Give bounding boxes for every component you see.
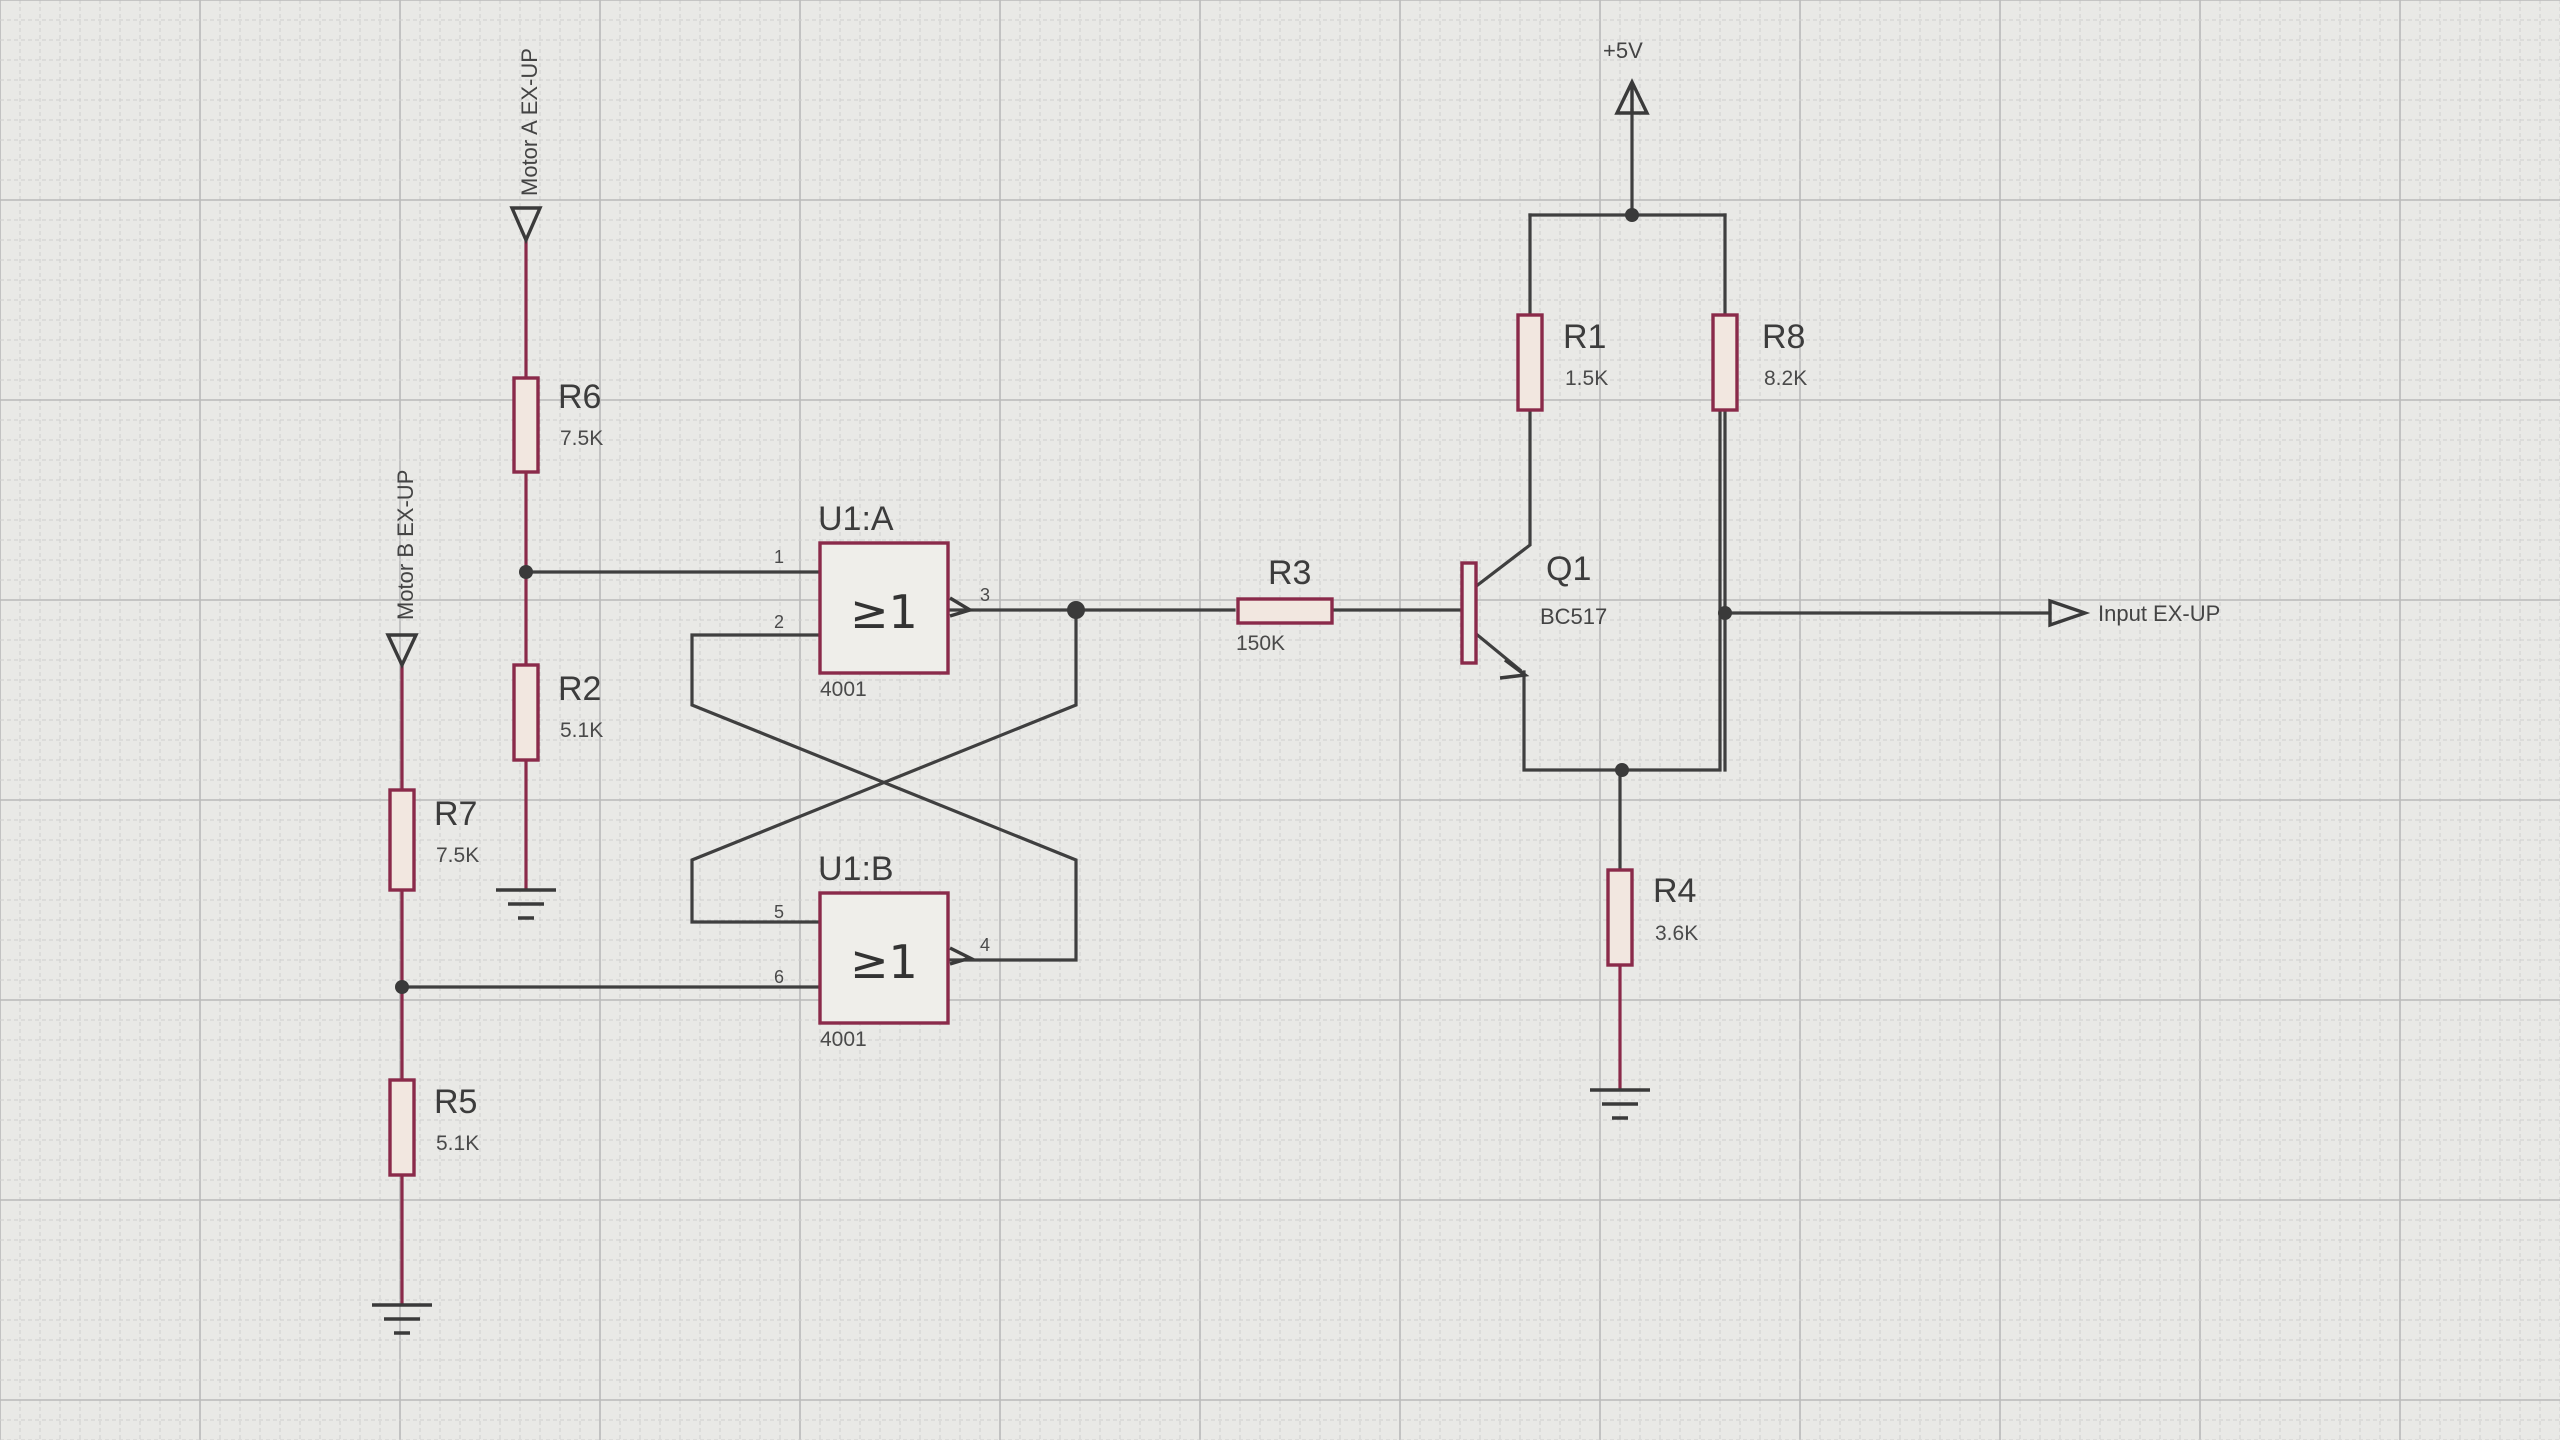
gate-symbol: ≥1 (850, 935, 918, 989)
resistor-value: 5.1K (436, 1132, 479, 1155)
resistor-body (1236, 597, 1334, 625)
pin-number: 6 (774, 967, 784, 987)
resistor-body (388, 1078, 416, 1177)
resistor-ref: R2 (558, 670, 601, 708)
power-label: +5V (1603, 38, 1643, 63)
transistor-part: BC517 (1540, 604, 1607, 629)
resistor-ref: R7 (434, 795, 477, 833)
resistor-value: 3.6K (1655, 922, 1698, 945)
pin-number: 3 (980, 585, 990, 605)
junctions (395, 208, 1732, 994)
resistor-value: 7.5K (560, 427, 603, 450)
transistor-ref: Q1 (1546, 550, 1591, 588)
resistor-body (388, 788, 416, 892)
resistor-value: 7.5K (436, 844, 479, 867)
resistor-body (1516, 313, 1544, 412)
net-label-motor-a: Motor A EX-UP (517, 48, 542, 196)
resistor-body (512, 663, 540, 762)
junction-dot (1615, 763, 1629, 777)
resistor-body (1606, 868, 1634, 967)
net-label-input: Input EX-UP (2098, 601, 2220, 626)
resistor-ref: R6 (558, 378, 601, 416)
power-arrow-icon (1614, 78, 1650, 115)
terminal-triangle-icon (509, 206, 543, 245)
resistor-value: 150K (1236, 632, 1285, 655)
resistor-value: 5.1K (560, 719, 603, 742)
resistor-r5[interactable]: R5 5.1K (388, 1078, 479, 1177)
gate-body (818, 541, 950, 675)
resistor-body (512, 376, 540, 474)
resistor-ref: R4 (1653, 872, 1696, 910)
power-5v[interactable]: +5V (1603, 38, 1650, 115)
transistor-q1[interactable]: Q1 BC517 (1460, 550, 1607, 680)
junction-dot (519, 565, 533, 579)
emitter-arrow-icon (1499, 658, 1530, 680)
pin-number: 1 (774, 547, 784, 567)
pin-number: 4 (980, 935, 990, 955)
wires (372, 108, 2052, 1335)
inversion-bubble-icon (949, 946, 975, 966)
resistor-r4[interactable]: R4 3.6K (1606, 868, 1698, 967)
junction-dot (1625, 208, 1639, 222)
gate-body (818, 891, 950, 1025)
resistor-ref: R3 (1268, 554, 1311, 592)
gate-part: 4001 (820, 678, 867, 701)
terminal-triangle-icon (2048, 598, 2091, 628)
resistor-r3[interactable]: R3 150K (1236, 554, 1334, 655)
inversion-bubble-icon (949, 596, 975, 618)
resistor-r8[interactable]: R8 8.2K (1711, 313, 1807, 412)
gate-ref: U1:B (818, 850, 894, 888)
resistor-value: 1.5K (1565, 367, 1608, 390)
junction-dot (1718, 606, 1732, 620)
terminal-input[interactable]: Input EX-UP (2048, 598, 2220, 628)
junction-dot (395, 980, 409, 994)
gate-u1b[interactable]: U1:B ≥1 5 6 4 4001 (774, 850, 990, 1051)
terminal-triangle-icon (385, 633, 419, 670)
gate-u1a[interactable]: U1:A ≥1 1 2 3 4001 (774, 500, 990, 701)
pin-number: 2 (774, 612, 784, 632)
gate-symbol: ≥1 (850, 585, 918, 639)
junction-dot (1067, 601, 1085, 619)
resistor-r7[interactable]: R7 7.5K (388, 788, 479, 892)
transistor-base-bar (1460, 561, 1478, 665)
terminal-motor-b[interactable]: Motor B EX-UP (385, 470, 419, 670)
pin-number: 5 (774, 902, 784, 922)
resistor-ref: R1 (1563, 318, 1606, 356)
resistor-ref: R5 (434, 1083, 477, 1121)
resistor-body (1711, 313, 1739, 412)
gate-ref: U1:A (818, 500, 894, 538)
resistor-ref: R8 (1762, 318, 1805, 356)
gate-part: 4001 (820, 1028, 867, 1051)
resistor-r1[interactable]: R1 1.5K (1516, 313, 1608, 412)
resistor-r2[interactable]: R2 5.1K (512, 663, 603, 762)
terminal-motor-a[interactable]: Motor A EX-UP (509, 48, 543, 245)
resistor-r6[interactable]: R6 7.5K (512, 376, 603, 474)
resistor-value: 8.2K (1764, 367, 1807, 390)
net-label-motor-b: Motor B EX-UP (393, 470, 418, 620)
